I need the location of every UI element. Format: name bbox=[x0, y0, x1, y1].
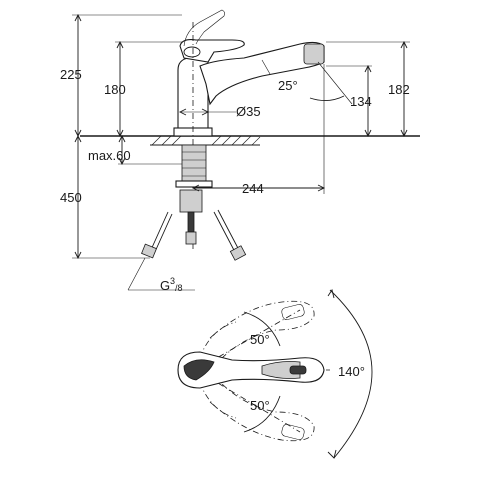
dim-label-244: 244 bbox=[242, 181, 264, 196]
handle-raised-ghost bbox=[183, 9, 225, 47]
spout-ghost-bottom bbox=[209, 381, 315, 442]
handle-ghost-top bbox=[195, 321, 237, 371]
supply-line-left bbox=[141, 211, 173, 259]
dim-label-d35: Ø35 bbox=[236, 104, 261, 119]
dim-label-182: 182 bbox=[388, 82, 410, 97]
spout-seam bbox=[261, 59, 271, 75]
spout-head bbox=[303, 43, 325, 65]
thread-label-den: /8 bbox=[175, 283, 183, 293]
spray-button-icon bbox=[289, 365, 307, 375]
hose-tube bbox=[187, 211, 195, 233]
swivel-arc-50-bottom bbox=[243, 395, 281, 433]
dim-label-180: 180 bbox=[104, 82, 126, 97]
angle-25-ray bbox=[317, 61, 353, 105]
swivel-label-140: 140° bbox=[338, 364, 365, 379]
hose-connector bbox=[179, 189, 203, 213]
thread-leader bbox=[127, 257, 146, 291]
dim-label-max60: max.60 bbox=[88, 148, 131, 163]
counter-hatching bbox=[151, 135, 261, 146]
dim-label-25deg: 25° bbox=[278, 78, 298, 93]
mounting-shank bbox=[181, 144, 207, 182]
spout-ghost-top bbox=[209, 300, 315, 361]
handle-ghost-bottom bbox=[195, 369, 237, 419]
handle-top-view bbox=[183, 359, 215, 381]
swivel-arc-50-top bbox=[243, 311, 281, 347]
side-view: G 3 /8 225 180 182 134 25° bbox=[60, 9, 420, 293]
dim-label-134: 134 bbox=[350, 94, 372, 109]
hose-end bbox=[185, 231, 197, 245]
swivel-label-50-top: 50° bbox=[250, 332, 270, 347]
spout-axis-bottom bbox=[195, 369, 301, 433]
handle-joint bbox=[183, 46, 201, 58]
top-view: 140° 50° 50° bbox=[177, 288, 373, 459]
angle-25-arc bbox=[309, 95, 345, 101]
swivel-label-50-bottom: 50° bbox=[250, 398, 270, 413]
thread-label-main: G bbox=[160, 278, 170, 293]
spray-head-top-view bbox=[261, 361, 301, 379]
dim-label-450: 450 bbox=[60, 190, 82, 205]
thread-label-sup: 3 bbox=[170, 276, 175, 286]
spout-axis-top bbox=[195, 309, 301, 371]
dim-label-225: 225 bbox=[60, 67, 82, 82]
mounting-nut bbox=[175, 180, 213, 188]
faucet-top-view bbox=[177, 351, 325, 389]
swivel-arc-140 bbox=[329, 289, 373, 459]
supply-line-right bbox=[213, 209, 247, 261]
